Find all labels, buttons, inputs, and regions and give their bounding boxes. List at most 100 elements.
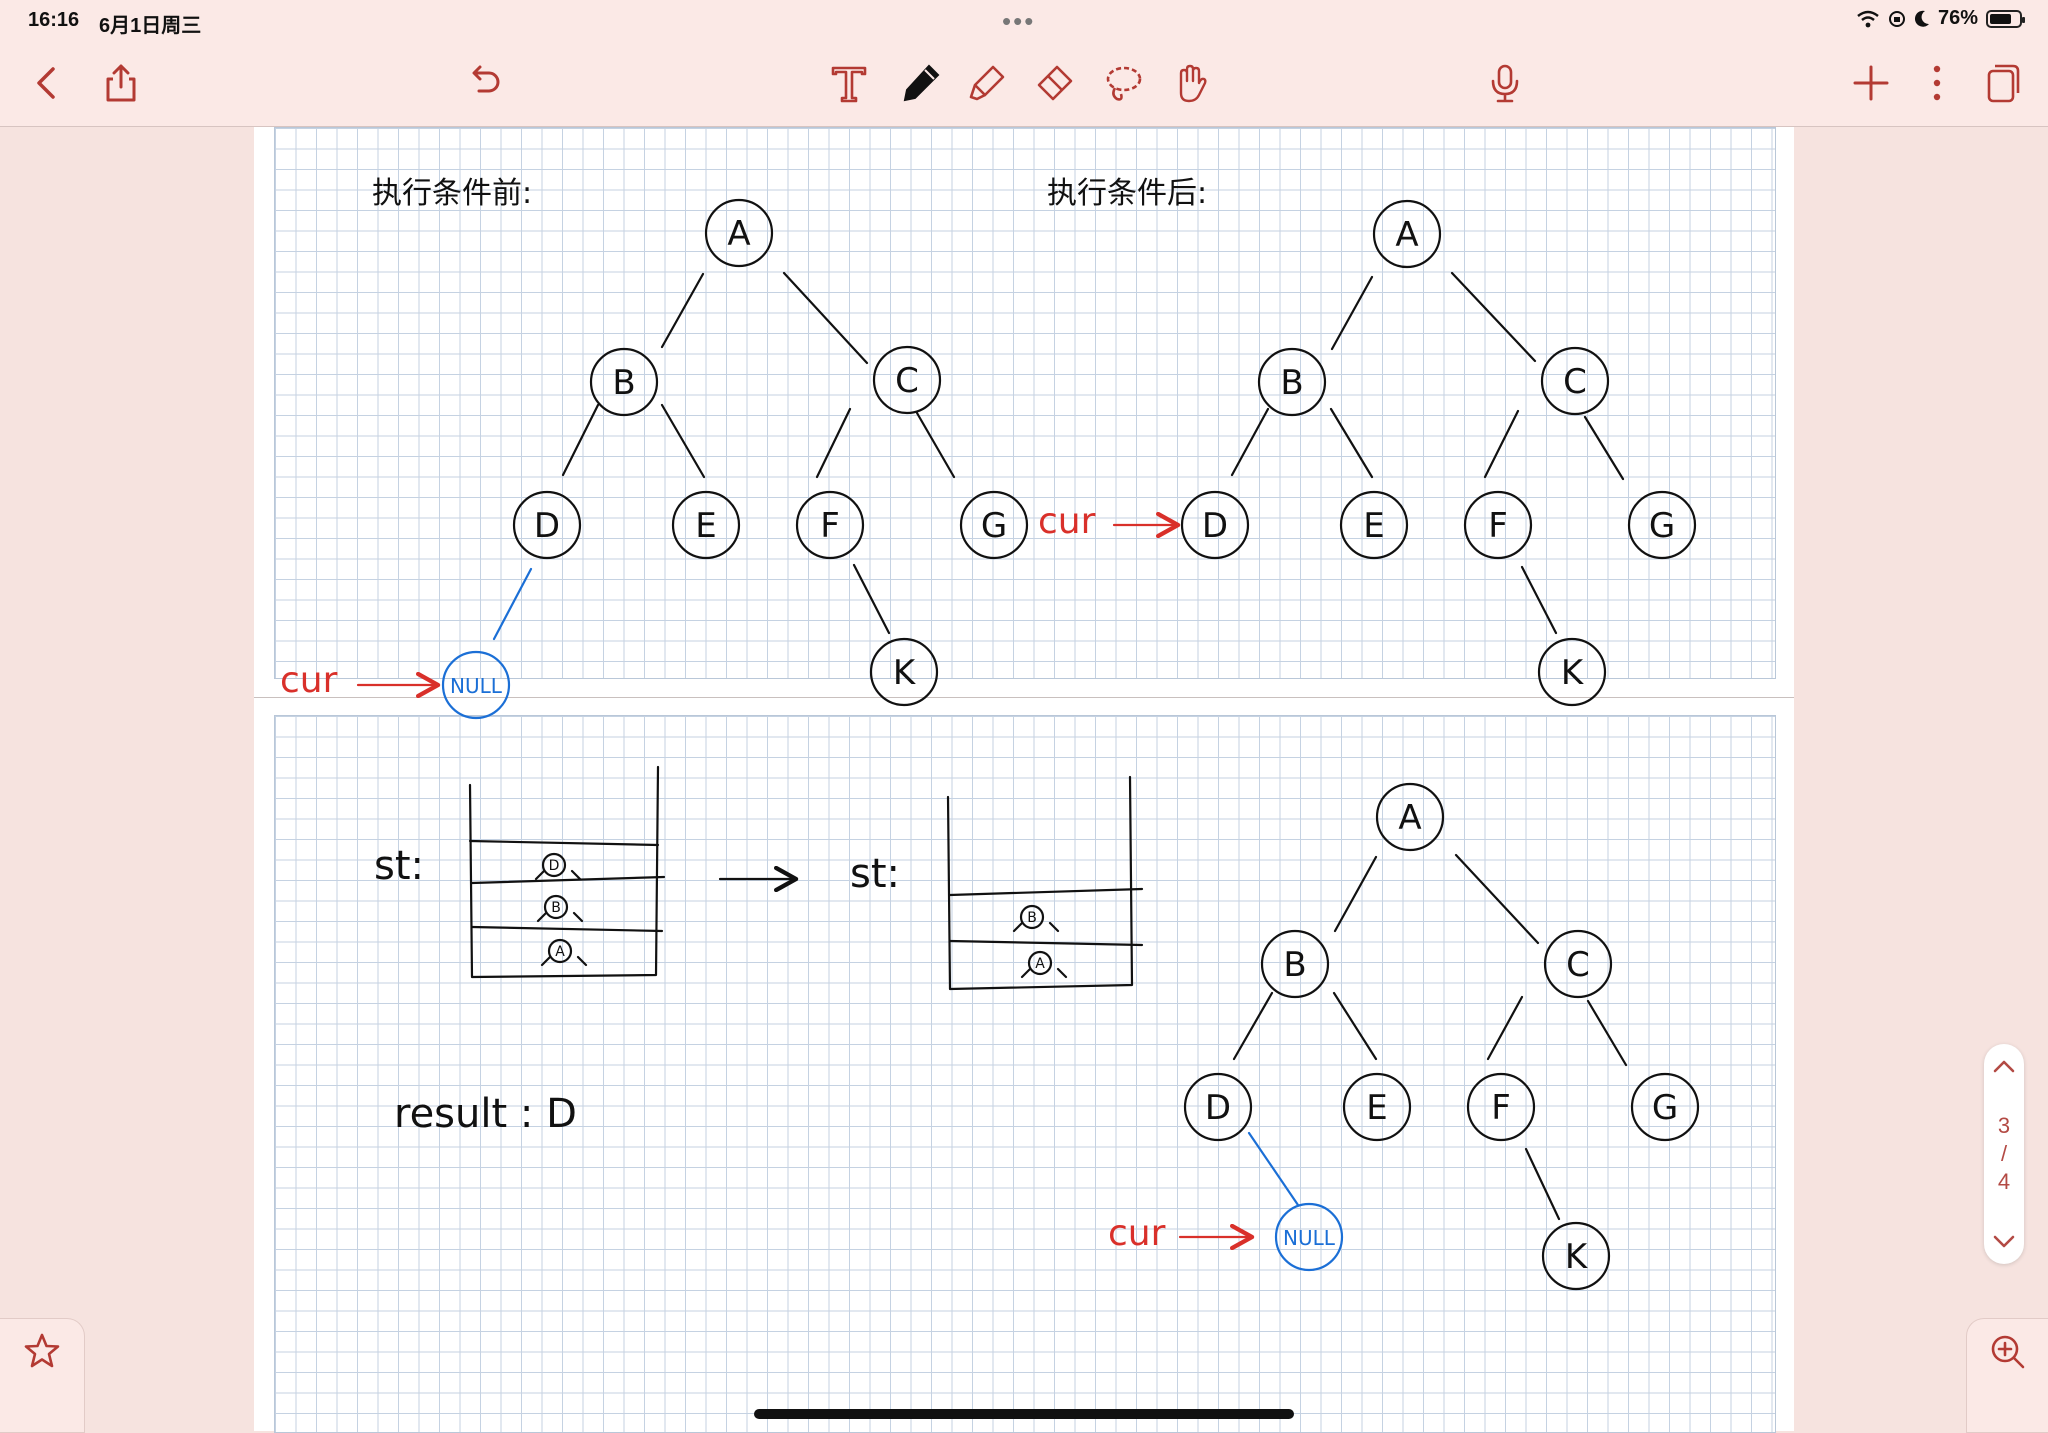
- node-label: C: [1566, 945, 1590, 985]
- node-label: A: [1395, 215, 1418, 255]
- moon-icon: [1914, 10, 1929, 27]
- null-label: NULL: [450, 674, 503, 698]
- null-label: NULL: [1283, 1226, 1336, 1250]
- hand-icon: [1179, 64, 1207, 103]
- page-divider: [254, 697, 1794, 698]
- wifi-icon: [1857, 10, 1879, 27]
- page-indicator: 3 / 4: [1998, 1112, 2010, 1196]
- node-label: F: [1488, 506, 1508, 546]
- stack-label: st:: [850, 851, 900, 897]
- grid-page-bottom: [274, 715, 1776, 1433]
- cur-label: cur: [1038, 501, 1096, 542]
- result-text: result : D: [394, 1091, 577, 1137]
- zoom-in-icon: [1991, 1335, 2025, 1369]
- stack-after: [946, 775, 1144, 991]
- favorite-button[interactable]: [0, 1318, 85, 1433]
- tree-current: [1183, 782, 1700, 1291]
- node-label: B: [1280, 363, 1303, 403]
- plus-icon: [1853, 65, 1889, 101]
- home-indicator[interactable]: [754, 1409, 1294, 1419]
- stack-item: A: [555, 944, 565, 960]
- more-button[interactable]: [1912, 58, 1962, 108]
- chevron-left-icon: [37, 67, 55, 99]
- heading-before: 执行条件前:: [372, 176, 532, 211]
- node-label: G: [1649, 506, 1675, 546]
- node-label: C: [1563, 362, 1587, 402]
- stack-item: A: [1035, 956, 1045, 972]
- node-label: A: [727, 214, 750, 254]
- highlighter-tool[interactable]: [962, 58, 1012, 108]
- toolbar: [0, 40, 2048, 127]
- status-date: 6月1日周三: [99, 15, 202, 37]
- share-button[interactable]: [96, 58, 146, 108]
- share-icon: [106, 64, 136, 102]
- node-label: D: [1205, 1088, 1231, 1128]
- battery-percent: 76%: [1937, 7, 1978, 29]
- status-time: 16:16: [28, 9, 80, 31]
- star-icon: [24, 1333, 60, 1368]
- page-navigator: 3 / 4: [1984, 1044, 2024, 1264]
- node-label: B: [612, 363, 635, 403]
- node-label: E: [1366, 1088, 1387, 1128]
- page-separator: /: [2000, 1141, 2008, 1166]
- chevron-down-icon[interactable]: [1992, 1234, 2016, 1250]
- node-label: G: [981, 506, 1007, 546]
- node-label: F: [820, 506, 840, 546]
- node-label: D: [1202, 506, 1228, 546]
- eraser-icon: [1037, 65, 1073, 101]
- undo-button[interactable]: [460, 58, 510, 108]
- lasso-tool[interactable]: [1098, 58, 1148, 108]
- node-label: F: [1491, 1088, 1511, 1128]
- microphone-icon: [1491, 64, 1519, 103]
- stack-item: B: [551, 900, 561, 916]
- notebook-page[interactable]: 执行条件前: 执行条件后: A B C D E F G K NULL: [254, 127, 1794, 1433]
- node-label: A: [1398, 798, 1421, 838]
- stack-item: B: [1027, 910, 1037, 926]
- stack-label: st:: [374, 843, 424, 889]
- handwriting-canvas: 执行条件前: 执行条件后: A B C D E F G K NULL: [280, 176, 1700, 1291]
- hand-tool[interactable]: [1166, 58, 1216, 108]
- tree-after: [1180, 199, 1697, 707]
- more-vertical-icon: [1933, 65, 1941, 101]
- tree-before-labels: A B C D E F G K NULL: [450, 214, 1007, 698]
- microphone-button[interactable]: [1480, 58, 1530, 108]
- zoom-button[interactable]: [1966, 1318, 2048, 1433]
- stack-before-items: D B A: [549, 858, 566, 960]
- pages-icon: [1987, 64, 2020, 103]
- node-label: D: [534, 506, 560, 546]
- chevron-up-icon[interactable]: [1992, 1058, 2016, 1074]
- node-label: E: [1363, 506, 1384, 546]
- highlighter-icon: [969, 65, 1005, 101]
- heading-after: 执行条件后:: [1047, 176, 1207, 211]
- node-label: B: [1283, 945, 1306, 985]
- text-tool[interactable]: [824, 58, 874, 108]
- add-page-button[interactable]: [1846, 58, 1896, 108]
- cur-label: cur: [1108, 1213, 1166, 1254]
- grid-page-top: [274, 127, 1776, 679]
- stack-after-items: B A: [1027, 910, 1045, 972]
- tree-after-labels: A B C D E F G K: [1202, 215, 1675, 693]
- orientation-lock-icon: [1888, 10, 1905, 27]
- back-button[interactable]: [22, 58, 72, 108]
- status-bar: 16:16 6月1日周三 ••• 76%: [0, 0, 2048, 40]
- multitasking-dots-icon[interactable]: •••: [1002, 6, 1036, 36]
- stack-item: D: [549, 858, 560, 874]
- battery-icon: [1986, 9, 2025, 28]
- node-label: K: [893, 653, 917, 693]
- pages-button[interactable]: [1976, 58, 2026, 108]
- status-right: 76%: [1856, 7, 2025, 30]
- cur-label: cur: [280, 660, 338, 701]
- current-page: 3: [1997, 1113, 2011, 1138]
- node-label: E: [695, 506, 716, 546]
- total-pages: 4: [1997, 1169, 2011, 1194]
- lasso-icon: [1106, 66, 1142, 101]
- node-label: G: [1652, 1088, 1678, 1128]
- pen-icon: [903, 64, 940, 102]
- pen-tool[interactable]: [896, 58, 946, 108]
- node-label: K: [1561, 653, 1585, 693]
- eraser-tool[interactable]: [1030, 58, 1080, 108]
- tree-before: [441, 198, 1029, 720]
- text-icon: [831, 66, 867, 103]
- undo-icon: [472, 65, 500, 93]
- node-label: K: [1565, 1237, 1589, 1277]
